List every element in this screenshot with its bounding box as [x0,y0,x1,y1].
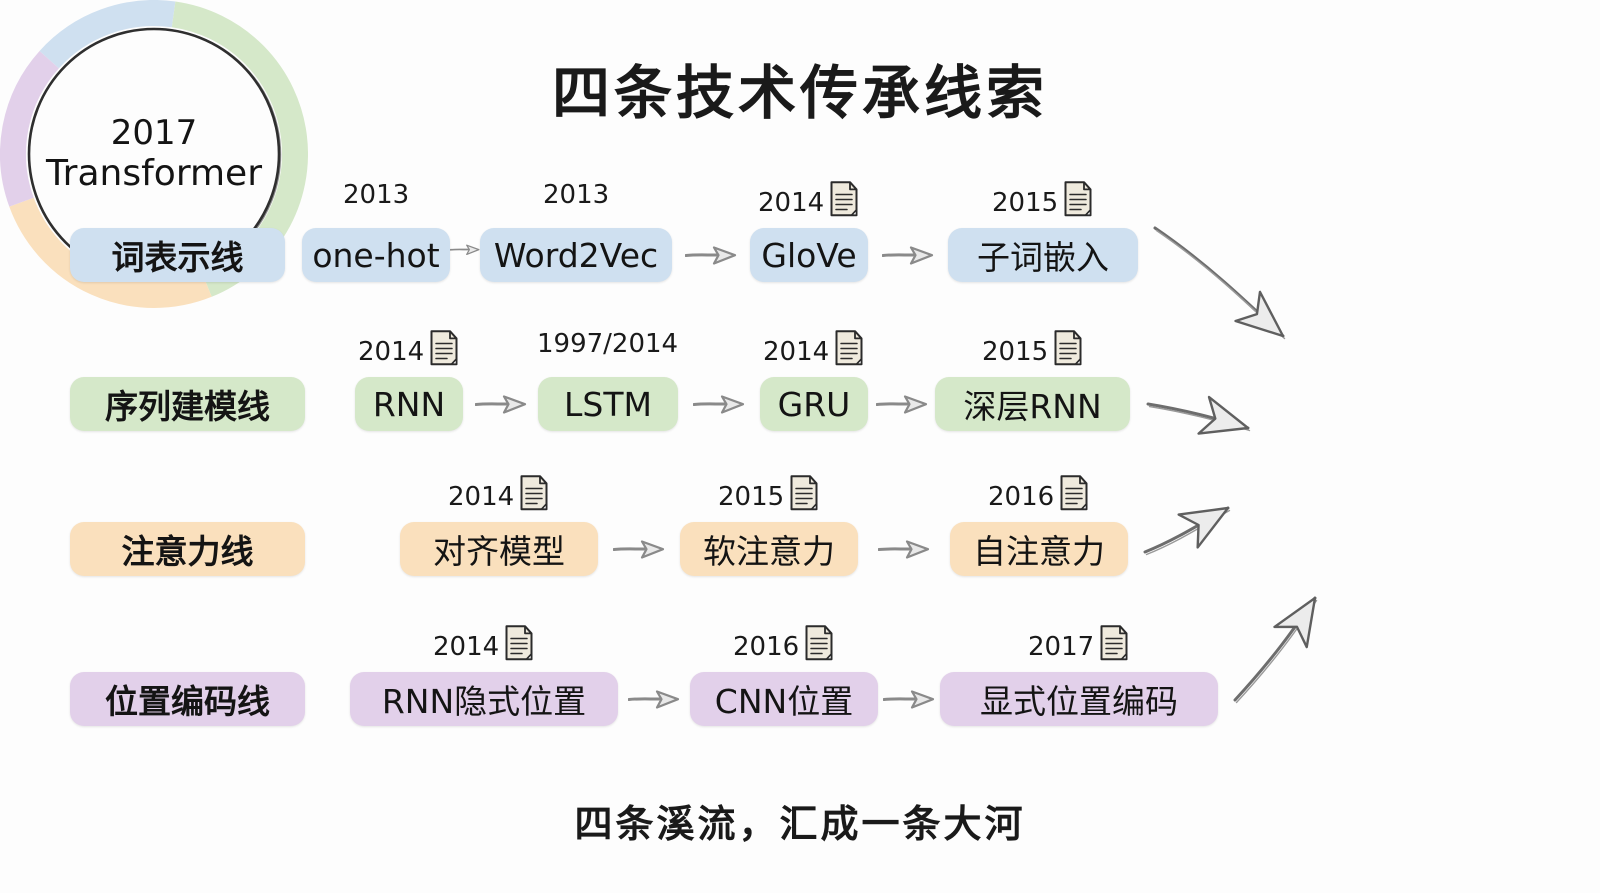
year-label: 2013 [343,180,410,210]
converge-arrow-position-shadow [1235,599,1318,704]
lane-label-word-representation: 词表示线 [70,228,285,282]
year-tag-word-representation-2: 2014 [758,180,859,218]
hub-arc-position [0,50,60,207]
page-title: 四条技术传承线索 [551,59,1048,127]
connector-sequence-modeling-0 [474,391,527,417]
converge-arrow-word [1153,226,1285,338]
connector-word-representation-1 [684,242,737,268]
connector-sequence-modeling-2 [875,391,928,417]
paper-icon [1064,181,1092,217]
converge-arrow-attention-shadow [1145,509,1231,556]
node-positional-encoding-0[interactable]: RNN隐式位置 [350,672,618,726]
flow-arrow-icon [449,244,480,256]
year-label: 2015 [992,188,1059,218]
flow-arrow-icon [881,246,934,265]
converge-arrow-position-head [1273,596,1317,649]
year-tag-sequence-modeling-0: 2014 [358,329,459,367]
year-label: 2016 [733,632,800,662]
node-word-representation-0[interactable]: one-hot [302,228,450,282]
year-tag-sequence-modeling-1: 1997/2014 [537,329,678,359]
year-tag-attention-0: 2014 [448,474,549,512]
node-sequence-modeling-3[interactable]: 深层RNN [935,377,1130,431]
flow-arrow-icon [612,540,665,559]
connector-attention-1 [877,536,930,562]
lane-label-positional-encoding: 位置编码线 [70,672,305,726]
node-attention-0[interactable]: 对齐模型 [400,522,598,576]
year-tag-word-representation-3: 2015 [992,180,1093,218]
year-tag-attention-1: 2015 [718,474,819,512]
paper-icon [830,181,858,217]
converge-arrow-position [1233,596,1317,702]
connector-word-representation-2 [881,242,934,268]
node-positional-encoding-2[interactable]: 显式位置编码 [940,672,1218,726]
paper-icon [805,625,833,661]
paper-icon [835,330,863,366]
node-word-representation-3[interactable]: 子词嵌入 [948,228,1138,282]
connector-word-representation-0 [449,242,480,268]
paper-icon [505,625,533,661]
flow-arrow-icon [684,246,737,265]
converge-arrow-sequence-head [1197,395,1250,435]
year-tag-sequence-modeling-2: 2014 [763,329,864,367]
flow-arrow-icon [627,690,680,709]
paper-icon [1060,475,1088,511]
node-positional-encoding-1[interactable]: CNN位置 [690,672,878,726]
hub-name: Transformer [45,152,263,194]
year-label: 2014 [758,188,825,218]
connector-positional-encoding-1 [882,686,935,712]
year-tag-attention-2: 2016 [988,474,1089,512]
node-word-representation-2[interactable]: GloVe [750,228,868,282]
year-tag-sequence-modeling-3: 2015 [982,329,1083,367]
year-label: 2017 [1028,632,1095,662]
year-tag-word-representation-0: 2013 [343,180,409,210]
year-tag-word-representation-1: 2013 [543,180,609,210]
year-label: 2014 [448,482,515,512]
connector-attention-0 [612,536,665,562]
year-tag-positional-encoding-1: 2016 [733,624,834,662]
hub-arc-word [39,0,176,69]
converge-arrow-attention-head [1177,506,1230,549]
converge-arrow-attention [1143,506,1230,554]
year-label: 2016 [988,482,1055,512]
flow-arrow-icon [877,540,930,559]
year-label: 1997/2014 [537,329,679,359]
hub-arc-attention [9,197,212,308]
paper-icon [520,475,548,511]
connector-positional-encoding-0 [627,686,680,712]
year-label: 2015 [718,482,785,512]
node-attention-1[interactable]: 软注意力 [680,522,858,576]
lane-label-sequence-modeling: 序列建模线 [70,377,305,431]
page-caption: 四条溪流，汇成一条大河 [574,802,1026,846]
connector-sequence-modeling-1 [692,391,745,417]
flow-arrow-icon [882,690,935,709]
paper-icon [1100,625,1128,661]
paper-icon [790,475,818,511]
year-label: 2014 [433,632,500,662]
converge-arrow-sequence [1146,402,1250,430]
converge-arrow-word-shadow [1155,229,1286,340]
node-sequence-modeling-2[interactable]: GRU [760,377,868,431]
converge-arrow-sequence-shadow [1148,405,1251,432]
node-attention-2[interactable]: 自注意力 [950,522,1128,576]
node-sequence-modeling-1[interactable]: LSTM [538,377,678,431]
year-label: 2015 [982,337,1049,367]
node-word-representation-1[interactable]: Word2Vec [480,228,672,282]
year-tag-positional-encoding-2: 2017 [1028,624,1129,662]
flow-arrow-icon [875,395,927,414]
lane-label-attention: 注意力线 [70,522,305,576]
year-tag-positional-encoding-0: 2014 [433,624,534,662]
paper-icon [1054,330,1082,366]
flow-arrow-icon [474,395,526,414]
year-label: 2013 [543,180,610,210]
paper-icon [430,330,458,366]
year-label: 2014 [358,337,425,367]
converge-arrow-word-head [1234,290,1285,338]
node-sequence-modeling-0[interactable]: RNN [355,377,463,431]
year-label: 2014 [763,337,830,367]
flow-arrow-icon [692,395,745,414]
hub-year: 2017 [110,112,198,153]
